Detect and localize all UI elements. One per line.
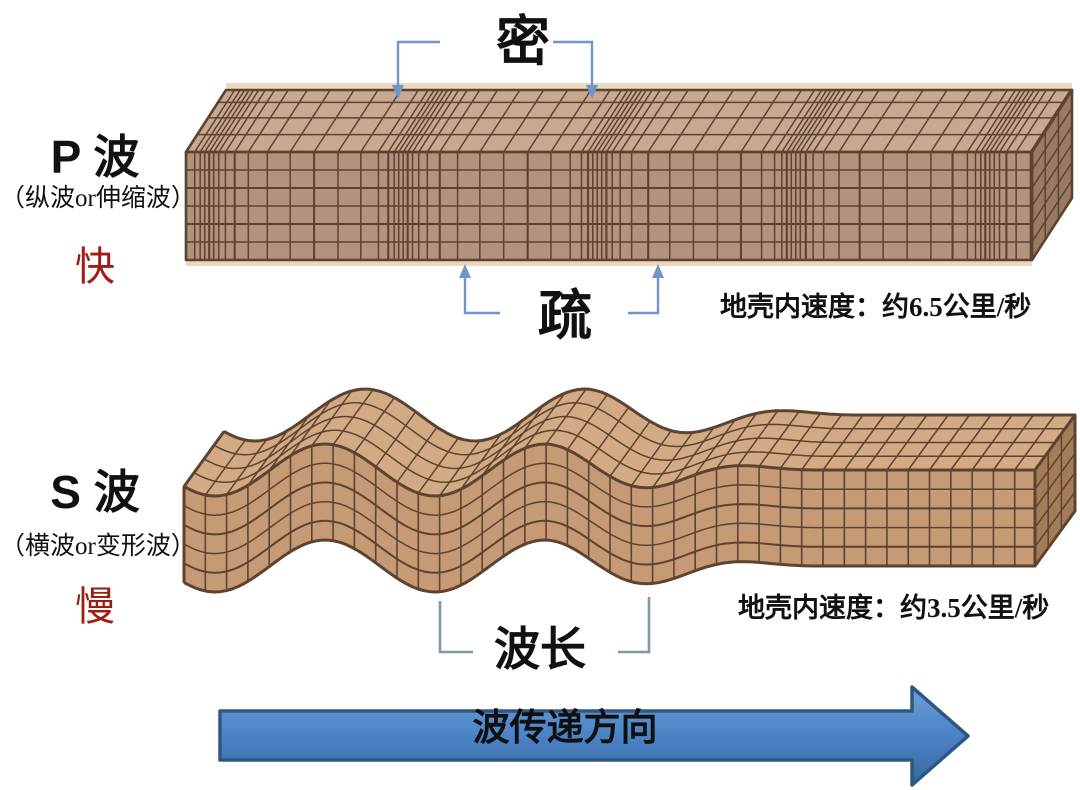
s-wave-speed-tag: 慢 — [75, 584, 115, 629]
dense-pointer-left — [392, 40, 440, 99]
direction-arrow — [218, 685, 970, 787]
sparse-pointer-right — [628, 264, 664, 315]
s-wave-title: S 波 — [50, 466, 140, 518]
dense-label: 密 — [496, 12, 550, 72]
s-wave-velocity-note: 地壳内速度：约3.5公里/秒 — [738, 593, 1050, 623]
sparse-pointer-left — [459, 264, 500, 315]
p-wave-title: P 波 — [50, 131, 140, 183]
s-wave-subtitle: （横波or变形波） — [0, 533, 196, 560]
p-wave-subtitle: （纵波or伸缩波） — [0, 185, 196, 212]
p-wave-velocity-note: 地壳内速度：约6.5公里/秒 — [720, 292, 1032, 322]
p-wave-speed-tag: 快 — [75, 244, 115, 289]
dense-pointer-right — [553, 40, 598, 99]
wavelength-bracket-right — [618, 597, 651, 654]
wave-direction-label: 波传递方向 — [472, 708, 658, 749]
wavelength-bracket-left — [438, 601, 473, 654]
p-wave-block-graphic — [184, 83, 1074, 266]
s-wave-block-graphic — [182, 387, 1077, 594]
wavelength-label: 波长 — [494, 624, 586, 675]
sparse-label: 疏 — [538, 286, 592, 346]
